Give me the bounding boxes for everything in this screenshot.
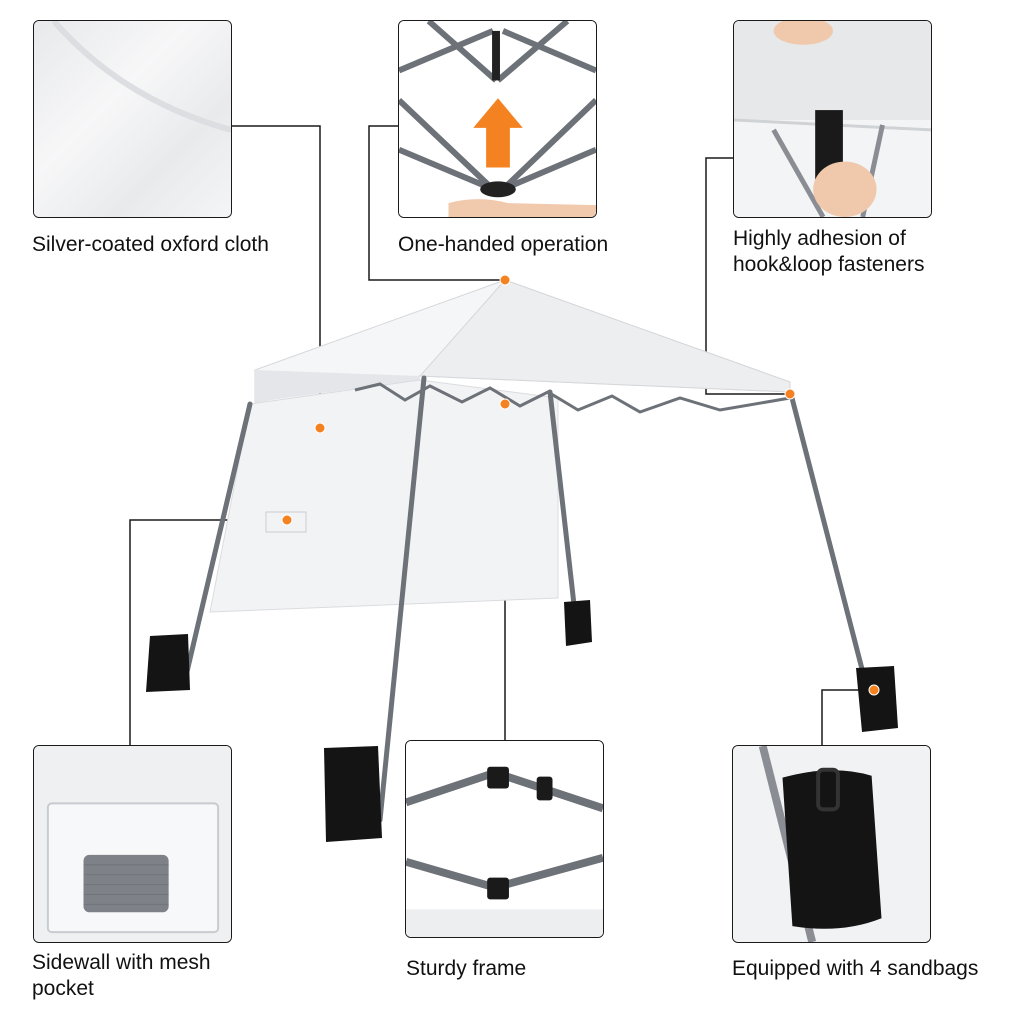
feature-markers — [281, 274, 880, 696]
marker-sidewall — [281, 514, 293, 526]
marker-sandbags — [868, 684, 880, 696]
leader-operation — [368, 125, 505, 281]
fabric-label: Silver-coated oxford cloth — [32, 233, 269, 256]
marker-fasteners — [784, 388, 796, 400]
sidewall-label-line2: pocket — [32, 977, 94, 1000]
operation-closeup-image — [399, 21, 596, 217]
frame-legs — [182, 375, 873, 823]
leader-fabric — [232, 125, 321, 428]
fasteners-label-line2: hook&loop fasteners — [733, 253, 925, 276]
sidewall-panel — [209, 379, 559, 613]
fabric-closeup-panel — [33, 20, 232, 218]
sidewall-label-line1: Sidewall with mesh — [32, 951, 211, 974]
frame-label: Sturdy frame — [406, 957, 527, 980]
frame-closeup-image — [406, 741, 603, 937]
leader-sandbags — [821, 689, 874, 745]
fasteners-label: Highly adhesion of hook&loop fasteners — [733, 226, 993, 278]
fasteners-closeup-panel — [733, 20, 932, 218]
marker-operation — [499, 274, 511, 286]
sandbags-closeup-image — [733, 746, 930, 942]
leader-fasteners — [705, 157, 790, 395]
frame-closeup-panel — [405, 740, 604, 938]
sidewall-label: Sidewall with mesh pocket — [32, 950, 292, 1002]
fasteners-closeup-image — [734, 21, 931, 217]
operation-closeup-panel — [398, 20, 597, 218]
sandbags-closeup-panel — [732, 745, 931, 943]
canopy-roof — [254, 279, 791, 403]
up-arrow-icon — [473, 98, 523, 168]
sidewall-closeup-panel — [33, 745, 232, 943]
leg-sandbags — [146, 600, 898, 842]
sidewall-closeup-image — [34, 746, 231, 942]
fabric-closeup-image — [34, 21, 231, 217]
fasteners-label-line1: Highly adhesion of — [733, 227, 906, 250]
truss-frame — [354, 382, 791, 414]
marker-frame — [499, 398, 511, 410]
mesh-pocket — [265, 511, 307, 533]
marker-fabric — [314, 422, 326, 434]
operation-label: One-handed operation — [398, 233, 609, 256]
sandbags-label: Equipped with 4 sandbags — [732, 957, 979, 980]
